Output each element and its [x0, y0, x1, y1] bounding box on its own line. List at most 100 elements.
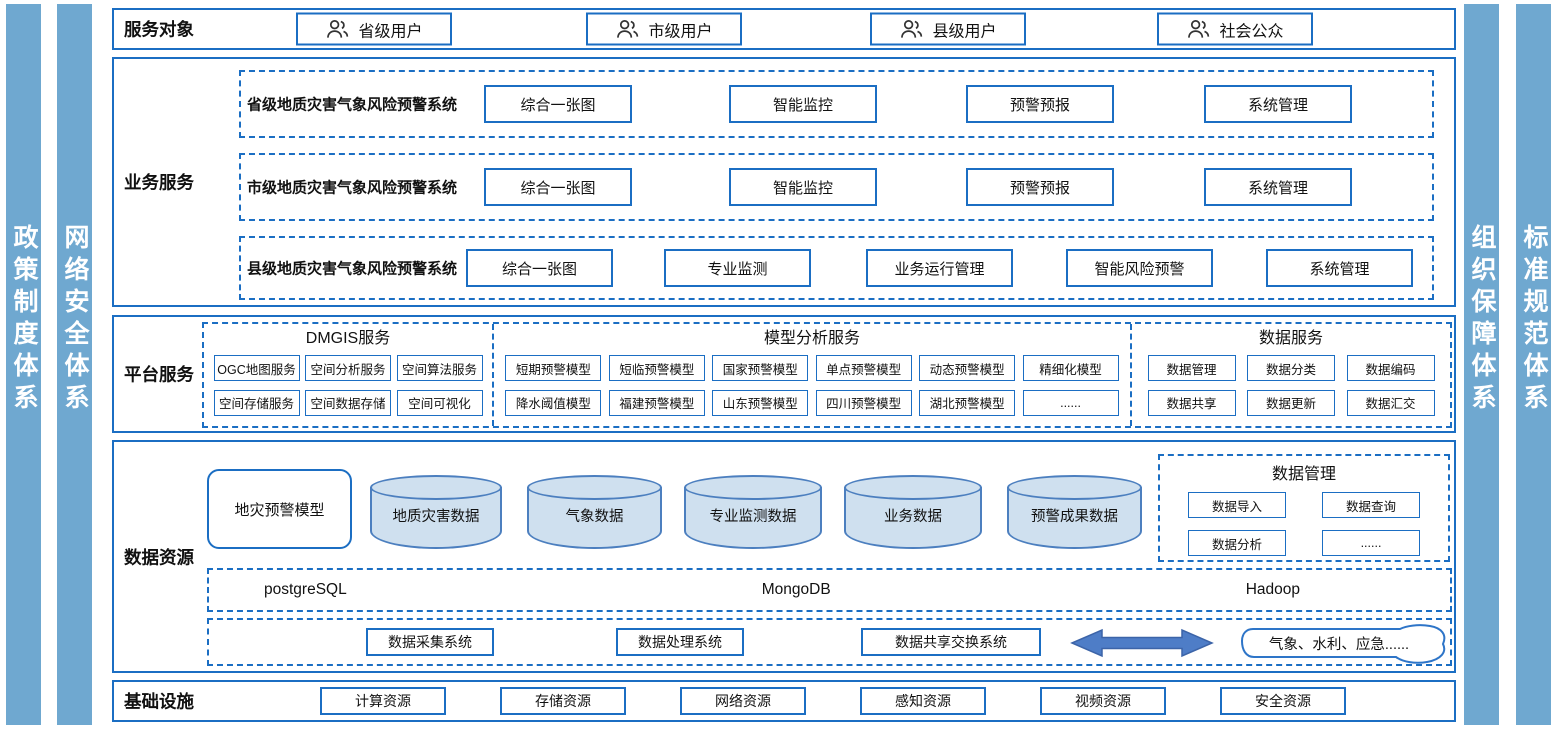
user-box-public: 社会公众: [1157, 12, 1313, 46]
platform-row: 降水阈值模型 福建预警模型 山东预警模型 四川预警模型 湖北预警模型 .....…: [494, 386, 1130, 421]
users-icon: [1188, 20, 1210, 38]
pillar-label: 组织保障体系: [1468, 223, 1496, 416]
external-sources-scroll: 气象、水利、应急......: [1237, 621, 1451, 665]
infra-box: 感知资源: [860, 687, 986, 715]
section-title: 服务对象: [124, 19, 194, 40]
infra-box: 网络资源: [680, 687, 806, 715]
platform-group-data: 数据服务 数据管理 数据分类 数据编码 数据共享 数据更新 数据汇交: [1130, 324, 1450, 426]
data-management-title: 数据管理: [1271, 466, 1336, 483]
cylinder-label: 气象数据: [565, 509, 624, 525]
module-box: 专业监测: [664, 249, 811, 287]
service-box: 四川预警模型: [815, 389, 912, 416]
module-box: 系统管理: [1266, 249, 1413, 287]
external-sources-label: 气象、水利、应急......: [1268, 637, 1410, 653]
cylinder-weather-data: 气象数据: [527, 475, 662, 549]
service-box: 降水阈值模型: [505, 389, 602, 416]
cylinder-label: 业务数据: [884, 509, 942, 525]
section-service-targets: 服务对象 省级用户 市级用户 县级用户: [112, 8, 1456, 50]
platform-row: 数据管理 数据分类 数据编码: [1132, 351, 1450, 386]
user-box-label: 省级用户: [358, 23, 423, 40]
module-box: 智能监控: [729, 85, 877, 123]
module-box: 智能风险预警: [1066, 249, 1213, 287]
database-label: Hadoop: [1245, 581, 1300, 598]
cylinder-shape: [844, 475, 982, 500]
platform-row: 数据共享 数据更新 数据汇交: [1132, 386, 1450, 421]
service-box: OGC地图服务: [213, 355, 300, 382]
data-systems-layer: 数据采集系统 数据处理系统 数据共享交换系统 气象、水利、应急......: [207, 618, 1452, 666]
cylinder-label: 预警成果数据: [1031, 509, 1118, 525]
platform-group-models: 模型分析服务 短期预警模型 短临预警模型 国家预警模型 单点预警模型 动态预警模…: [492, 324, 1130, 426]
user-box-county: 县级用户: [870, 12, 1026, 46]
database-label: MongoDB: [761, 581, 831, 598]
cylinder-geology-data: 地质灾害数据: [370, 475, 502, 549]
cylinder-shape: [370, 475, 502, 500]
cylinder-shape: [1007, 487, 1142, 549]
users-icon: [327, 20, 349, 38]
platform-row: OGC地图服务 空间分析服务 空间算法服务: [204, 351, 492, 386]
service-box: 空间存储服务: [213, 389, 300, 416]
cylinder-monitoring-data: 专业监测数据: [684, 475, 822, 549]
business-row-title: 市级地质灾害气象风险预警系统: [247, 179, 458, 197]
pillar-network-security-system: 网络安全体系: [57, 4, 92, 725]
service-box: 短临预警模型: [608, 355, 705, 382]
user-box-municipal: 市级用户: [586, 12, 742, 46]
section-platform-services: 平台服务 DMGIS服务 OGC地图服务 空间分析服务 空间算法服务 空间存储服…: [112, 315, 1456, 433]
user-box-label: 社会公众: [1219, 23, 1284, 40]
service-box: 湖北预警模型: [919, 389, 1016, 416]
module-box: 系统管理: [1204, 168, 1352, 206]
user-box-label: 县级用户: [932, 23, 997, 40]
cylinder-shape: [1007, 475, 1142, 500]
service-box: 数据管理: [1147, 355, 1236, 382]
platform-row: 短期预警模型 短临预警模型 国家预警模型 单点预警模型 动态预警模型 精细化模型: [494, 351, 1130, 386]
cylinder-shape: [527, 475, 662, 500]
platform-group-title: DMGIS服务: [305, 330, 391, 347]
service-box: 短期预警模型: [505, 355, 602, 382]
module-box: 业务运行管理: [866, 249, 1013, 287]
users-icon: [901, 20, 923, 38]
user-box-label: 市级用户: [648, 23, 713, 40]
service-box: 数据汇交: [1346, 389, 1435, 416]
section-title: 平台服务: [124, 364, 194, 385]
pillar-label: 政策制度体系: [10, 223, 38, 416]
module-box: 预警预报: [966, 85, 1114, 123]
infra-box: 安全资源: [1220, 687, 1346, 715]
module-box: 智能监控: [729, 168, 877, 206]
cylinder-business-data: 业务数据: [844, 475, 982, 549]
users-icon: [617, 20, 639, 38]
service-box: 单点预警模型: [815, 355, 912, 382]
data-management-panel: 数据管理 数据导入 数据查询 数据分析 ......: [1158, 454, 1450, 562]
service-box: 山东预警模型: [712, 389, 809, 416]
system-box: 数据共享交换系统: [861, 628, 1041, 656]
service-box: 空间算法服务: [396, 355, 483, 382]
module-box: 预警预报: [966, 168, 1114, 206]
business-row-county: 县级地质灾害气象风险预警系统 综合一张图 专业监测 业务运行管理 智能风险预警 …: [239, 236, 1434, 300]
scroll-shape: [1240, 624, 1446, 664]
system-box: 数据采集系统: [366, 628, 494, 656]
service-box: 空间可视化: [396, 389, 483, 416]
service-box: 精细化模型: [1022, 355, 1119, 382]
platform-row: 空间存储服务 空间数据存储 空间可视化: [204, 386, 492, 421]
business-row-provincial: 省级地质灾害气象风险预警系统 综合一张图 智能监控 预警预报 系统管理: [239, 70, 1434, 138]
service-box: 数据共享: [1147, 389, 1236, 416]
cylinder-shape: [684, 475, 822, 500]
section-title: 数据资源: [124, 547, 194, 567]
cylinder-label: 专业监测数据: [709, 509, 797, 525]
service-box: 福建预警模型: [608, 389, 705, 416]
section-title: 业务服务: [124, 172, 194, 193]
data-management-box: 数据导入: [1188, 492, 1286, 518]
module-box: 综合一张图: [484, 85, 632, 123]
platform-group-dmgis: DMGIS服务 OGC地图服务 空间分析服务 空间算法服务 空间存储服务 空间数…: [204, 324, 492, 426]
pillar-standards-system: 标准规范体系: [1516, 4, 1551, 725]
cylinder-warning-result-data: 预警成果数据: [1007, 475, 1142, 549]
infra-box: 计算资源: [320, 687, 446, 715]
module-box: 系统管理: [1204, 85, 1352, 123]
service-box: 数据分类: [1247, 355, 1335, 382]
service-box: 数据更新: [1247, 389, 1335, 416]
section-title: 基础设施: [124, 691, 194, 712]
database-layer: postgreSQL MongoDB Hadoop: [207, 568, 1452, 612]
platform-group-title: 模型分析服务: [763, 330, 860, 347]
service-box: 空间数据存储: [305, 389, 391, 416]
user-box-provincial: 省级用户: [296, 12, 452, 46]
service-box: 动态预警模型: [919, 355, 1016, 382]
